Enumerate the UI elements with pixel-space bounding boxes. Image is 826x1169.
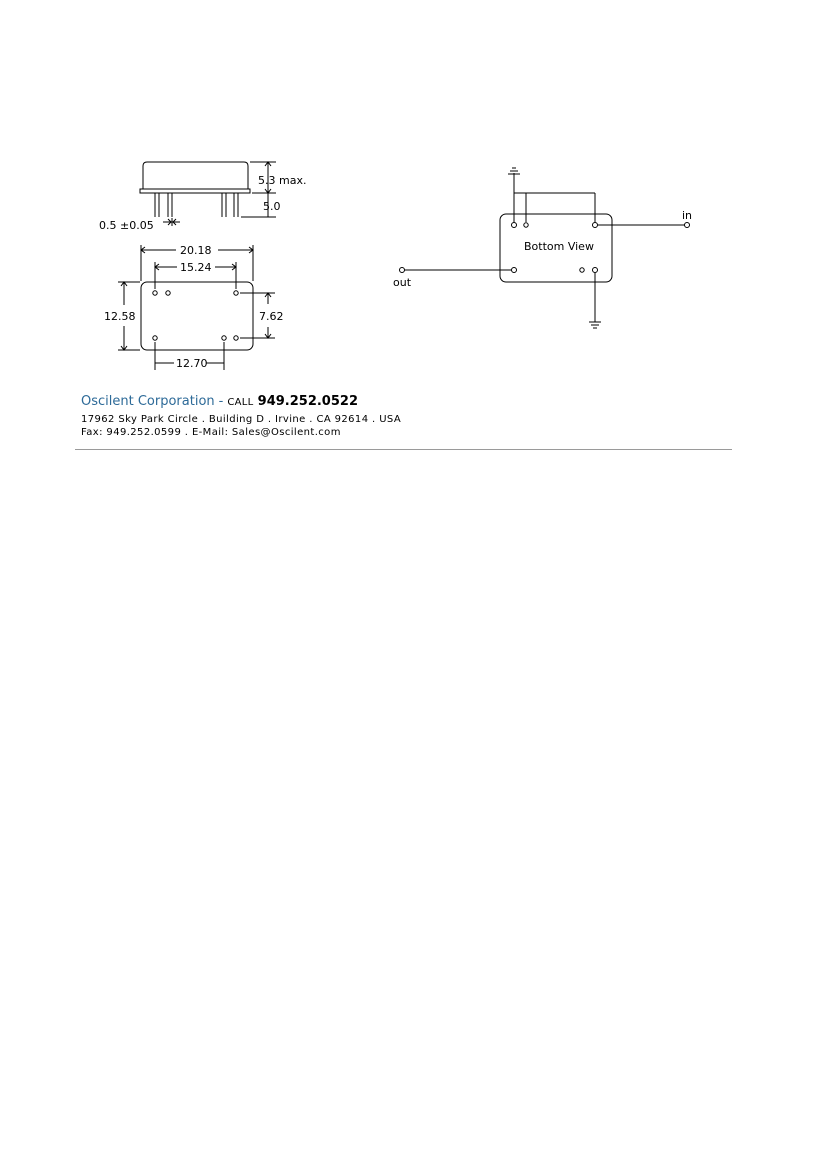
phone-number: 949.252.0522 [257,394,358,409]
ground-symbol-top [508,167,596,222]
bottom-view-label: Bottom View [524,240,594,253]
pin-spacing-side-label: 7.62 [259,310,284,323]
pin-spacing-bottom-label: 12.70 [176,357,208,370]
company-footer: Oscilent Corporation-CALL 949.252.0522 1… [81,394,741,439]
horizontal-rule [75,449,732,450]
company-line: Oscilent Corporation-CALL 949.252.0522 [81,394,741,411]
width-label: 20.18 [180,244,212,257]
separator: - [218,394,224,409]
package-side-view [139,161,276,226]
height-label: 5.3 max. [258,174,306,187]
length-label: 12.58 [104,310,136,323]
pinout-diagram [399,167,690,329]
contact-line: Fax: 949.252.0599 . E-Mail: Sales@Oscile… [81,427,341,438]
pin-spacing-top-label: 15.24 [180,261,212,274]
output-label: out [393,276,412,289]
output-terminal [399,267,405,273]
company-name: Oscilent Corporation [81,394,215,409]
input-label: in [682,209,692,222]
ground-symbol-bottom [589,273,601,329]
call-label: CALL [227,397,254,408]
lead-length-label: 5.0 [263,200,281,213]
lead-diameter-label: 0.5 ±0.05 [99,219,154,232]
input-terminal [684,222,690,228]
address-line: 17962 Sky Park Circle . Building D . Irv… [81,414,402,425]
package-top-view [118,245,275,370]
